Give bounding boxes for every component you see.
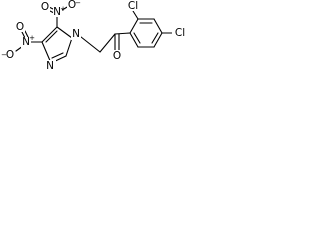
atom-nitro-left-n: N [22, 36, 30, 48]
atom-cl-top: Cl [128, 0, 138, 12]
bonds [15, 5, 173, 64]
atom-ring-n1: N [72, 28, 80, 40]
bond-carbonyl-phenyl [114, 32, 131, 35]
bond-ph-c4-c5 [153, 32, 163, 48]
bond-nitro2-n-o-top-double [24, 30, 29, 38]
bond-c5-n1 [56, 26, 73, 39]
atom-nitro-left-o-top: O [16, 21, 24, 33]
charge-nitro-top-n: + [60, 5, 66, 13]
bond-c4-c5 [41, 26, 58, 43]
charge-nitro-top-o: − [75, 0, 81, 7]
bond-ph-c4-c5-double [151, 32, 159, 44]
atom-ring-n3: N [46, 60, 54, 72]
bond-n1-c2 [65, 37, 73, 57]
molecule-structure: Cl Cl O N N N + O O − N + O O − [1, 0, 189, 72]
bond-ch2-carbonyl [99, 33, 116, 53]
bond-ph-c1-c2 [129, 18, 139, 34]
bond-ph-c6-c1-double [133, 32, 141, 44]
bond-c4-c5-double [45, 30, 58, 43]
atom-nitro-top-n: N [53, 6, 61, 18]
bond-ph-c3-c4 [153, 18, 163, 34]
bond-c2-n3-double [51, 52, 64, 59]
bond-ph-cl-top [132, 10, 139, 20]
atom-nitro-left-o-bottom: O [6, 49, 14, 61]
atom-nitro-top-o-left: O [41, 1, 49, 13]
bond-ph-c6-c1 [129, 32, 139, 48]
atom-ketone-oxygen: O [113, 50, 121, 62]
atom-labels: Cl Cl O N N N + O O − N + O O − [1, 0, 189, 72]
atom-nitro-top-o-right: O [68, 0, 76, 11]
charge-nitro-left-n: + [29, 34, 35, 42]
atom-cl-right: Cl [175, 27, 185, 39]
bond-n3-c4 [41, 41, 52, 64]
charge-nitro-left-o: − [1, 51, 7, 59]
